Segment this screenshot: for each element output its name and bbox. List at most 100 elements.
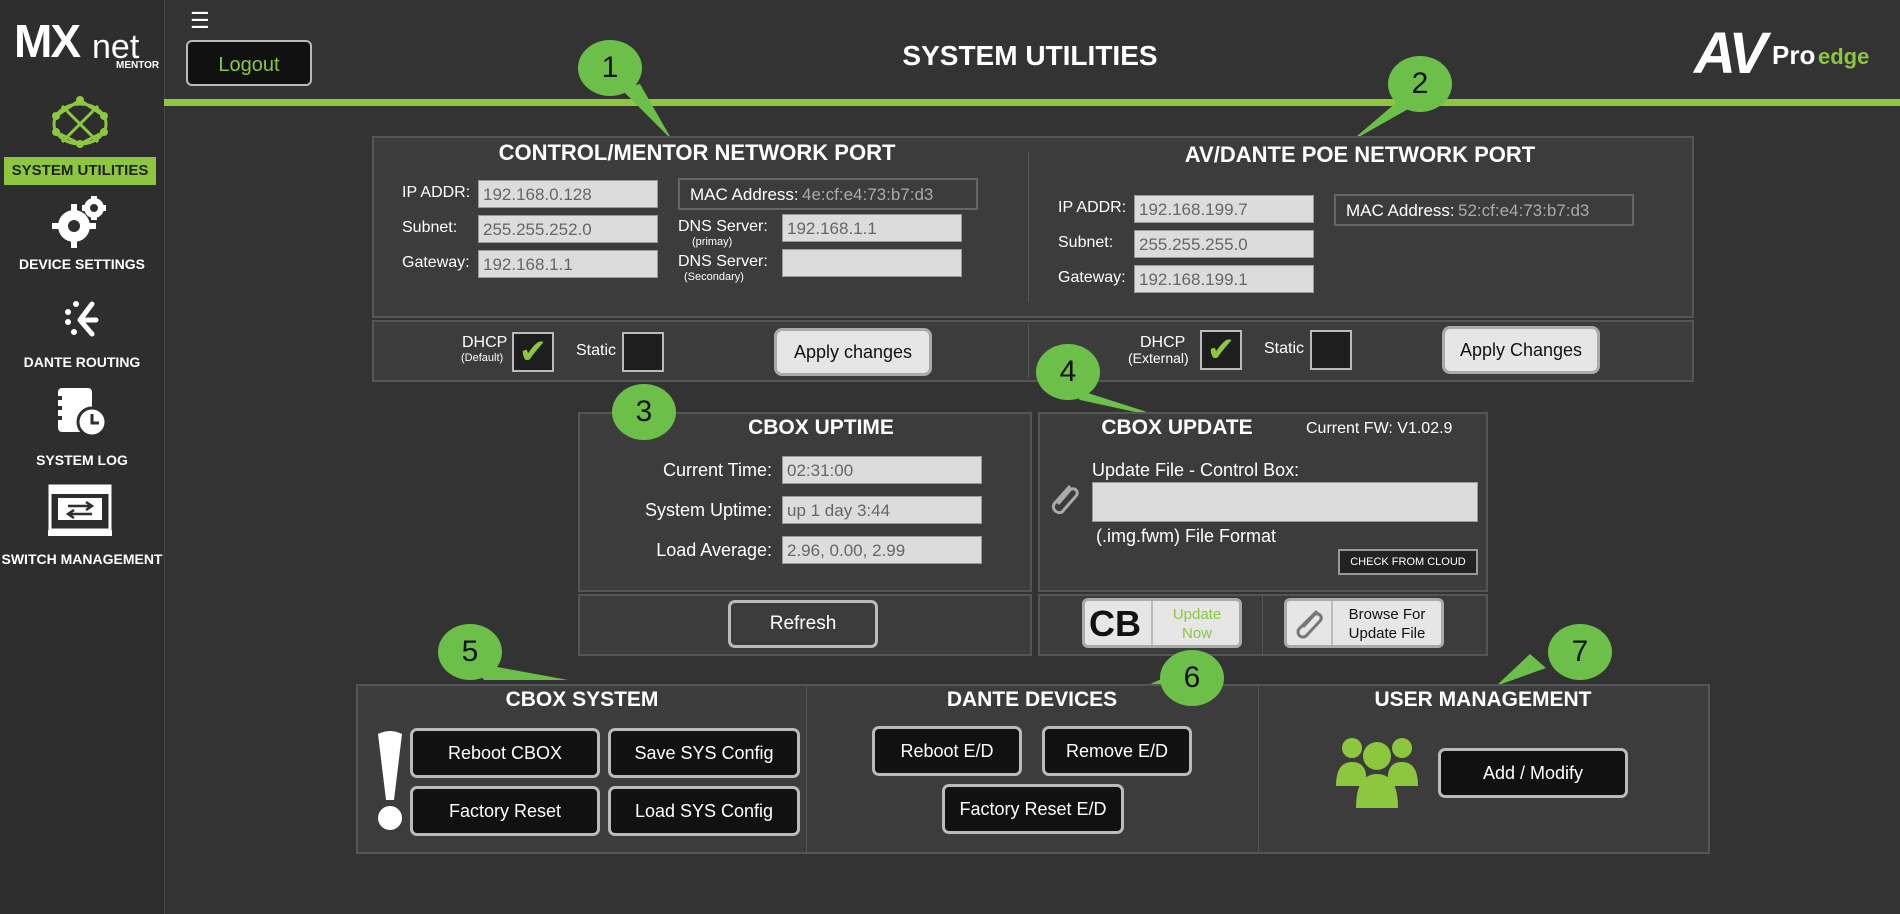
paperclip-icon [1051, 485, 1079, 515]
callout-4: 4 [1036, 344, 1100, 400]
dhcp-divider [1028, 324, 1029, 378]
factory-reset-ed-button[interactable]: Factory Reset E/D [942, 784, 1124, 834]
gears-icon[interactable] [52, 196, 108, 248]
control-port-title: CONTROL/MENTOR NETWORK PORT [498, 140, 896, 165]
current-time-input[interactable]: 02:31:00 [782, 456, 982, 484]
dns1-sublabel: (primay) [692, 236, 733, 248]
user-management-title: USER MANAGEMENT [1374, 688, 1592, 711]
logo-net: net [92, 28, 140, 66]
add-modify-user-button[interactable]: Add / Modify [1438, 748, 1628, 798]
dante-gateway-input[interactable]: 192.168.199.1 [1134, 265, 1314, 293]
sidebar-item-device-settings[interactable]: DEVICE SETTINGS [18, 256, 146, 272]
update-file-input[interactable] [1092, 482, 1478, 522]
brand-logo-edge: edge [1818, 44, 1870, 69]
load-average-input[interactable]: 2.96, 0.00, 2.99 [782, 536, 982, 564]
logout-button[interactable]: Logout [186, 40, 312, 86]
ip-label: IP ADDR: [402, 184, 471, 201]
sidebar-item-dante-routing[interactable]: DANTE ROUTING [23, 354, 141, 370]
dns2-label: DNS Server: [678, 253, 768, 270]
logo-mentor: MENTOR [116, 60, 160, 71]
callout-5: 5 [438, 624, 502, 680]
callout-3: 3 [612, 384, 676, 440]
current-time-label: Current Time: [662, 460, 772, 480]
callout-2: 2 [1388, 56, 1452, 112]
bottom-divider-2 [1258, 686, 1259, 852]
routing-icon[interactable] [62, 300, 102, 340]
browse-file-button[interactable]: Browse For Update File [1284, 598, 1444, 648]
control-mac-value: 4e:cf:e4:73:b7:d3 [802, 185, 934, 204]
sidebar-item-system-utilities[interactable]: SYSTEM UTILITIES [4, 157, 156, 185]
control-dns2-input[interactable] [782, 249, 962, 277]
sidebar-item-system-log[interactable]: SYSTEM LOG [36, 452, 128, 468]
system-uptime-input[interactable]: up 1 day 3:44 [782, 496, 982, 524]
update-now-label: Update Now [1172, 606, 1222, 642]
dante-subnet-label: Subnet: [1058, 234, 1114, 251]
log-clock-icon[interactable] [54, 386, 108, 438]
browse-label: Browse For Update File [1348, 606, 1426, 642]
sidebar-item-switch-management[interactable]: SWITCH MANAGEMENT [1, 551, 163, 567]
menu-icon[interactable]: ☰ [190, 8, 210, 33]
control-static-checkbox[interactable] [622, 332, 664, 372]
bottom-divider-1 [806, 686, 807, 852]
cb-label: CB [1089, 603, 1141, 644]
control-ip-input[interactable]: 192.168.0.128 [478, 180, 658, 208]
check-cloud-button[interactable]: CHECK FROM CLOUD [1338, 549, 1478, 575]
dante-static-checkbox[interactable] [1310, 330, 1352, 370]
remove-ed-button[interactable]: Remove E/D [1042, 726, 1192, 776]
load-config-button[interactable]: Load SYS Config [608, 786, 800, 836]
static-label: Static [576, 342, 617, 359]
dante-gateway-label: Gateway: [1058, 269, 1126, 286]
load-average-label: Load Average: [656, 540, 772, 560]
refresh-button[interactable]: Refresh [728, 600, 878, 648]
dhcp-label: DHCP [462, 334, 508, 351]
dante-mac-box [1334, 194, 1634, 226]
switch-icon[interactable] [48, 484, 112, 536]
control-subnet-input[interactable]: 255.255.252.0 [478, 215, 658, 243]
header-divider [164, 99, 1900, 106]
dns2-sublabel: (Secondary) [684, 271, 744, 283]
subnet-label: Subnet: [402, 219, 458, 236]
control-dhcp-checkbox[interactable]: ✔ [512, 332, 554, 372]
dante-subnet-input[interactable]: 255.255.255.0 [1134, 230, 1314, 258]
uptime-title: CBOX UPTIME [748, 416, 894, 439]
update-title: CBOX UPDATE [1101, 416, 1253, 439]
dante-ip-label: IP ADDR: [1058, 199, 1127, 216]
control-apply-button[interactable]: Apply changes [774, 328, 932, 376]
factory-reset-button[interactable]: Factory Reset [410, 786, 600, 836]
brand-logo-pro: Pro [1772, 40, 1816, 70]
dante-dhcp-checkbox[interactable]: ✔ [1200, 330, 1242, 370]
reboot-ed-button[interactable]: Reboot E/D [872, 726, 1022, 776]
current-fw: Current FW: V1.02.9 [1306, 420, 1453, 437]
logo-mx: MX [14, 15, 81, 67]
dante-ip-input[interactable]: 192.168.199.7 [1134, 195, 1314, 223]
panel-divider [1028, 152, 1029, 302]
brand-logo-av: AV [1694, 21, 1767, 86]
dhcp-sublabel: (Default) [461, 352, 504, 364]
callout-6: 6 [1160, 650, 1224, 706]
callout-7: 7 [1548, 624, 1612, 680]
dante-mac-value: 52:cf:e4:73:b7:d3 [1458, 201, 1590, 220]
control-mac-box [678, 178, 978, 210]
dante-devices-title: DANTE DEVICES [946, 688, 1118, 711]
dante-dhcp-sublabel: (External) [1128, 350, 1189, 366]
reboot-cbox-button[interactable]: Reboot CBOX [410, 728, 600, 778]
system-uptime-label: System Uptime: [644, 500, 772, 520]
network-globe-icon[interactable] [48, 96, 112, 148]
callout-1: 1 [578, 40, 642, 96]
users-group-icon [1336, 738, 1418, 808]
gateway-label: Gateway: [402, 254, 470, 271]
cbox-system-title: CBOX SYSTEM [505, 688, 659, 711]
dante-static-label: Static [1264, 340, 1305, 357]
mac-label: MAC Address: [690, 185, 799, 204]
save-config-button[interactable]: Save SYS Config [608, 728, 800, 778]
page-title: SYSTEM UTILITIES [902, 40, 1158, 71]
control-dns1-input[interactable]: 192.168.1.1 [782, 214, 962, 242]
control-gateway-input[interactable]: 192.168.1.1 [478, 250, 658, 278]
dns1-label: DNS Server: [678, 218, 768, 235]
browse-paperclip-icon [1296, 609, 1323, 639]
dante-port-title: AV/DANTE POE NETWORK PORT [1184, 142, 1536, 167]
dante-apply-button[interactable]: Apply Changes [1442, 326, 1600, 374]
update-now-button[interactable]: CB Update Now [1082, 598, 1242, 648]
dante-mac-label: MAC Address: [1346, 201, 1455, 220]
